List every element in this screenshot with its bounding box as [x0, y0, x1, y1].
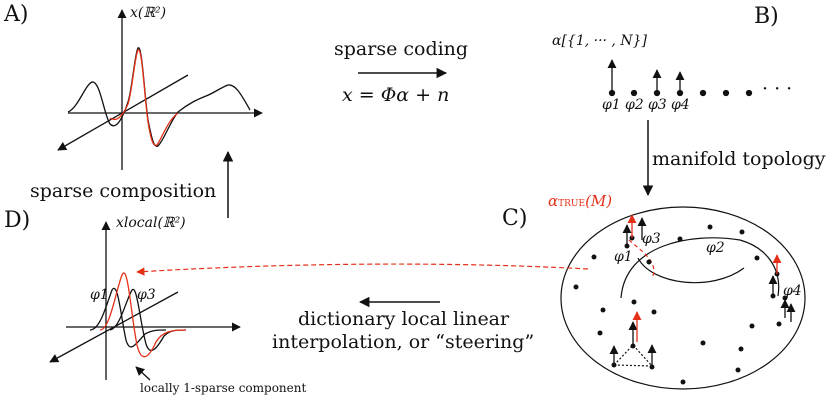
panel-c-arrows	[609, 214, 796, 367]
panel-label-c: C)	[502, 206, 528, 231]
panel-c-torus	[560, 206, 806, 390]
alpha-index-label: α[{1, ··· , N}]	[552, 33, 647, 49]
panel-label-d: D)	[4, 208, 31, 233]
locally-sparse-pointer	[135, 366, 151, 381]
panel-label-a: A)	[4, 2, 29, 27]
panel-d-axis-label: xlocal(ℝ²)	[116, 215, 186, 231]
alpha-true-argument: (M)	[585, 192, 613, 210]
alpha-true-symbol: α	[548, 192, 559, 210]
panel-b-coefficients	[607, 59, 753, 97]
panel-b-phi2: φ2	[625, 97, 644, 113]
panel-c-phi4: φ4	[783, 283, 802, 299]
panel-a-plot	[57, 9, 263, 170]
panel-a-black-signal	[67, 47, 251, 147]
panel-b-phi3: φ3	[648, 97, 667, 113]
steering-dashed-arrow	[136, 263, 589, 276]
panel-c-phi1: φ1	[614, 249, 633, 265]
alpha-true-label: αTRUE(M)	[548, 194, 612, 209]
panel-d-plot	[49, 221, 241, 381]
panel-d-red-signal	[99, 272, 187, 358]
panel-d-phi1-signal	[89, 287, 167, 348]
panel-b-phi4: φ4	[671, 97, 690, 113]
sparse-coding-label: sparse coding	[334, 38, 469, 60]
manifold-topology-label: manifold topology	[652, 148, 826, 170]
dictionary-label-line2: interpolation, or “steering”	[272, 331, 535, 353]
sparse-coding-equation: x = Φα + n	[342, 84, 450, 106]
panel-c-phi2: φ2	[706, 240, 725, 256]
panel-b-ellipsis: · · ·	[762, 78, 793, 100]
torus-red-dashed-segment	[628, 239, 655, 279]
panel-d-phi1: φ1	[90, 287, 109, 303]
panel-a-red-signal	[109, 49, 179, 146]
panel-a-axis-label: x(ℝ²)	[130, 5, 167, 21]
panel-c-points	[573, 224, 788, 385]
panel-b-phi1: φ1	[602, 97, 621, 113]
panel-label-b: B)	[754, 4, 779, 29]
torus-dotted-triangle	[612, 344, 654, 367]
sparse-composition-label: sparse composition	[30, 180, 217, 202]
panel-c-phi3: φ3	[642, 231, 661, 247]
dictionary-label-line1: dictionary local linear	[298, 308, 510, 330]
panel-d-phi3: φ3	[137, 287, 156, 303]
alpha-true-subscript: TRUE	[558, 199, 586, 209]
locally-sparse-label: locally 1-sparse component	[140, 381, 307, 395]
